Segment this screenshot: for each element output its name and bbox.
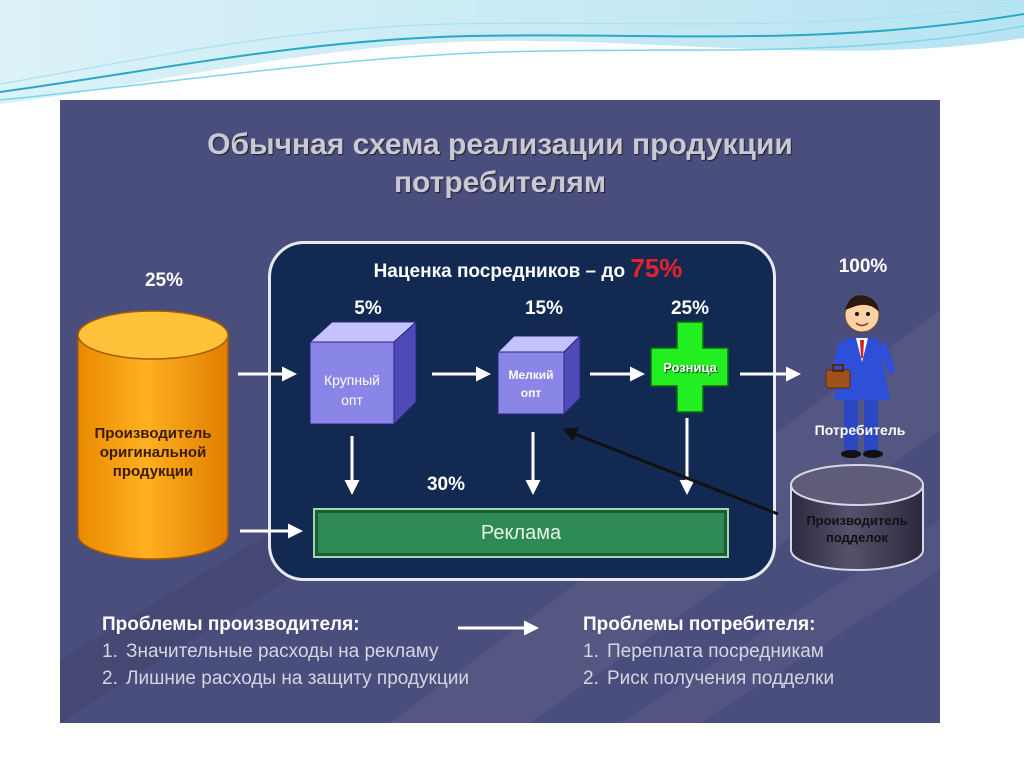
small-wholesale-cube — [496, 334, 582, 416]
producer-label: Производитель оригинальной продукции — [94, 425, 212, 480]
consumer-problem-item: 2.Риск получения подделки — [583, 668, 835, 689]
retail-cross — [650, 321, 729, 413]
retail-label: Розница — [663, 360, 717, 375]
small-wholesale-percent: 15% — [524, 298, 564, 319]
header-wave-decoration — [0, 0, 1024, 104]
consumer-label: Потребитель — [814, 422, 906, 438]
large-wholesale-cube — [308, 320, 418, 426]
consumer-figure-icon — [825, 295, 896, 458]
producer-problem-item: 1.Значительные расходы на рекламу — [102, 641, 439, 662]
diagram-shapes — [77, 295, 924, 636]
producer-problem-item: 2.Лишние расходы на защиту продукции — [102, 668, 469, 689]
markup-heading: Наценка посредников – до 75% — [348, 253, 708, 284]
markup-label: Наценка посредников – до — [373, 261, 626, 282]
producer-cylinder — [77, 310, 229, 560]
producer-percent: 25% — [144, 270, 184, 291]
counterfeit-cylinder — [790, 464, 924, 571]
producer-problems-list: 1.Значительные расходы на рекламу 2.Лишн… — [102, 638, 469, 692]
producer-problems-title: Проблемы производителя: — [102, 614, 360, 635]
advertising-bar: Реклама — [313, 508, 729, 558]
consumer-problems-list: 1.Переплата посредникам 2.Риск получения… — [583, 638, 834, 692]
diagram-title: Обычная схема реализации продукции потре… — [130, 126, 870, 202]
counterfeit-label: Производитель подделок — [806, 513, 908, 545]
large-wholesale-label: Крупный опт — [324, 372, 380, 408]
arrow-counterfeit-to-small-wholesale — [562, 427, 779, 516]
large-wholesale-percent: 5% — [354, 298, 382, 319]
small-wholesale-label: Мелкий опт — [508, 368, 554, 400]
title-line-2: потребителям — [393, 166, 607, 199]
markup-value: 75% — [630, 253, 683, 283]
consumer-percent: 100% — [838, 256, 888, 277]
consumer-problems-title: Проблемы потребителя: — [583, 614, 816, 635]
retail-percent: 25% — [670, 298, 710, 319]
title-line-1: Обычная схема реализации продукции — [207, 128, 793, 161]
consumer-problem-item: 1.Переплата посредникам — [583, 641, 824, 662]
advertising-percent: 30% — [426, 474, 466, 495]
diagram-slide: Обычная схема реализации продукции потре… — [60, 100, 940, 723]
